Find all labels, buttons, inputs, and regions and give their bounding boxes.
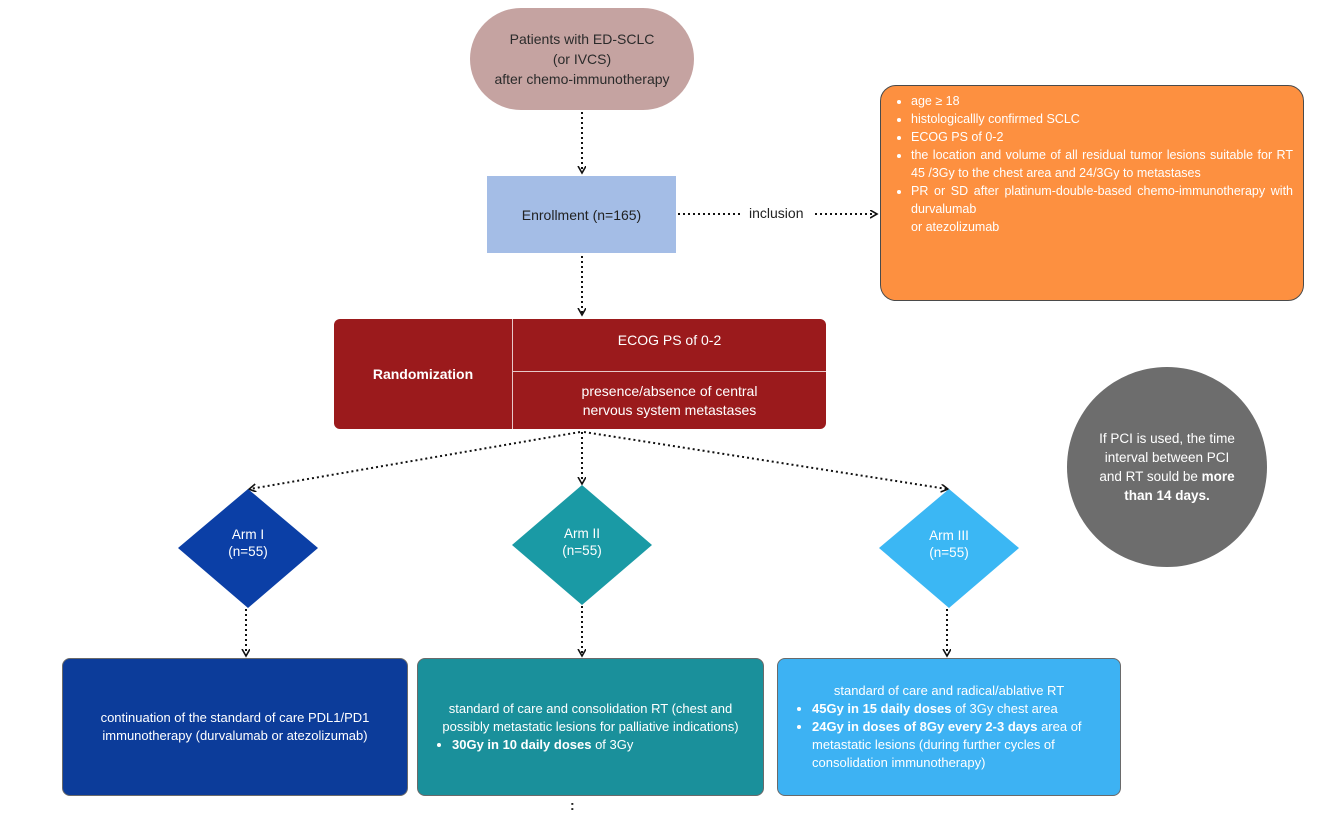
criteria-list: age ≥ 18 histologicallly confirmed SCLC …	[895, 92, 1293, 218]
pci-note-circle: If PCI is used, the time interval betwee…	[1067, 367, 1267, 567]
arm2-dose-bold: 30Gy in 10 daily doses	[452, 737, 592, 752]
arm1-n: (n=55)	[228, 544, 268, 559]
pci-line-1: If PCI is used, the time	[1099, 431, 1235, 446]
arm3-n: (n=55)	[929, 545, 969, 560]
arm1-diamond	[178, 489, 318, 608]
arm3-dose1-bold: 45Gy in 15 daily doses	[812, 701, 952, 716]
pci-bold-1: more	[1201, 469, 1235, 484]
arm1-treatment-box: continuation of the standard of care PDL…	[62, 658, 408, 796]
arm2-n: (n=55)	[562, 543, 602, 558]
pci-line-3: and RT sould be	[1099, 469, 1202, 484]
randomization-divider-vertical	[512, 319, 513, 429]
criteria-item: histologicallly confirmed SCLC	[911, 110, 1293, 128]
arm2-treatment-intro: standard of care and consolidation RT (c…	[442, 701, 739, 734]
criteria-item: age ≥ 18	[911, 92, 1293, 110]
stratification-factor-ecog: ECOG PS of 0-2	[513, 319, 826, 371]
arm1-name: Arm I	[231, 527, 265, 542]
pci-bold-2: than 14 days.	[1124, 488, 1210, 503]
arm3-diamond	[879, 489, 1019, 608]
arrow-rand-to-arm3	[583, 431, 947, 489]
stratification-factor-cns-line2: nervous system metastases	[582, 401, 757, 418]
start-line-3: after chemo-immunotherapy	[494, 71, 670, 87]
pci-line-2: interval between PCI	[1104, 450, 1230, 465]
arm3-dose-item: 45Gy in 15 daily doses of 3Gy chest area	[812, 700, 1106, 718]
arm2-treatment-box: standard of care and consolidation RT (c…	[417, 658, 764, 796]
criteria-item: ECOG PS of 0-2	[911, 128, 1293, 146]
enrollment-box: Enrollment (n=165)	[487, 176, 676, 253]
stratification-factor-ecog-text: ECOG PS of 0-2	[617, 332, 722, 348]
criteria-tail: or atezolizumab	[911, 220, 1000, 234]
arm3-name: Arm III	[929, 528, 969, 543]
arm3-label: Arm III (n=55)	[899, 527, 999, 561]
stratification-factor-cns-line1: presence/absence of central	[581, 382, 758, 399]
arm2-diamond	[512, 485, 652, 605]
randomization-label: Randomization	[372, 366, 474, 382]
arm3-dose1-rest: of 3Gy chest area	[951, 701, 1058, 716]
arm3-dose-list: 45Gy in 15 daily doses of 3Gy chest area…	[792, 700, 1106, 772]
stratification-factor-cns: presence/absence of central nervous syst…	[513, 372, 826, 429]
arm3-dose-item: 24Gy in doses of 8Gy every 2-3 days area…	[812, 718, 1106, 772]
inclusion-criteria-box: age ≥ 18 histologicallly confirmed SCLC …	[880, 85, 1304, 301]
arm2-dose-list: 30Gy in 10 daily doses of 3Gy	[432, 736, 749, 754]
arm3-treatment-box: standard of care and radical/ablative RT…	[777, 658, 1121, 796]
trailing-mark: :	[570, 797, 575, 813]
start-node: Patients with ED-SCLC (or IVCS) after ch…	[470, 8, 694, 110]
enrollment-label: Enrollment (n=165)	[521, 206, 642, 223]
arm3-treatment-intro: standard of care and radical/ablative RT	[833, 683, 1065, 698]
arm2-dose-rest: of 3Gy	[591, 737, 634, 752]
arm2-name: Arm II	[564, 526, 600, 541]
arrow-rand-to-arm1	[250, 431, 581, 489]
criteria-item: PR or SD after platinum-double-based che…	[911, 182, 1293, 218]
arm3-dose2-rest: area of metastatic lesions (during furth…	[812, 719, 1082, 770]
inclusion-label: inclusion	[745, 205, 808, 221]
arm2-label: Arm II (n=55)	[532, 525, 632, 559]
randomization-box: Randomization ECOG PS of 0-2 presence/ab…	[334, 319, 826, 429]
arm1-label: Arm I (n=55)	[198, 526, 298, 560]
randomization-divider-horizontal	[512, 371, 826, 372]
arm2-dose-item: 30Gy in 10 daily doses of 3Gy	[452, 736, 749, 754]
arm3-dose2-bold: 24Gy in doses of 8Gy every 2-3 days	[812, 719, 1038, 734]
start-line-1: Patients with ED-SCLC	[509, 31, 655, 47]
start-line-2: (or IVCS)	[552, 51, 612, 67]
arm1-treatment-text: continuation of the standard of care PDL…	[100, 710, 370, 743]
criteria-item: the location and volume of all residual …	[911, 146, 1293, 182]
